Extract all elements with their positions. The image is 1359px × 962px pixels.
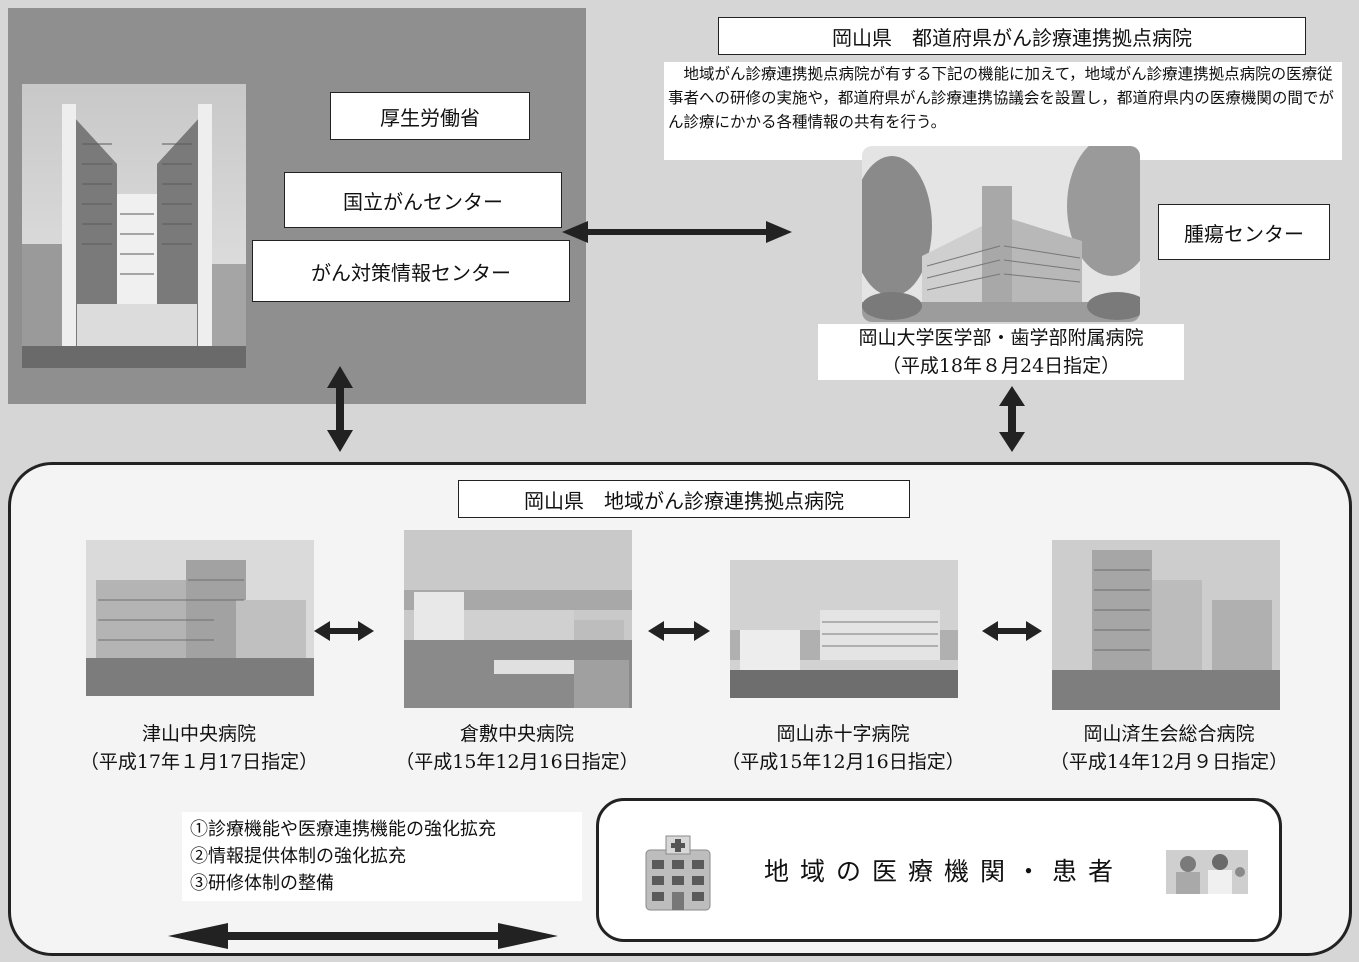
arrow-mhlw-prefectural — [562, 221, 792, 243]
hospital-icon — [645, 835, 711, 911]
prefectural-hospital-caption: 岡山大学医学部・歯学部附属病院 （平成18年８月24日指定） — [818, 324, 1184, 380]
ministry-label: 厚生労働省 — [330, 92, 530, 140]
kurashiki-hospital-photo — [404, 530, 632, 708]
hospital-date: （平成14年12月９日指定） — [1049, 751, 1289, 773]
prefectural-hospital-date: （平成18年８月24日指定） — [881, 355, 1121, 377]
ncc-building-photo — [22, 84, 246, 368]
hospital-name: 岡山済生会総合病院 — [1083, 723, 1255, 745]
ncc-label: 国立がんセンター — [284, 172, 562, 228]
function-item: ①診療機能や医療連携機能の強化拡充 — [190, 819, 496, 840]
hospital-name: 津山中央病院 — [141, 723, 256, 745]
function-item: ③研修体制の整備 — [190, 873, 334, 894]
hospital-caption-3: 岡山済生会総合病院 （平成14年12月９日指定） — [1024, 720, 1314, 776]
hospital-date: （平成15年12月16日指定） — [395, 751, 639, 773]
arrow-prefectural-regional — [999, 386, 1025, 452]
function-item: ②情報提供体制の強化拡充 — [190, 846, 406, 867]
hospital-caption-1: 倉敷中央病院 （平成15年12月16日指定） — [372, 720, 662, 776]
okayama-redcross-hospital-photo — [730, 560, 958, 698]
tsuyama-hospital-photo — [86, 540, 314, 696]
prefectural-description: 地域がん診療連携拠点病院が有する下記の機能に加えて，地域がん診療連携拠点病院の医… — [664, 62, 1342, 160]
arrow-tsuyama-kurashiki — [314, 621, 374, 641]
arrow-kurashiki-redcross — [648, 621, 710, 641]
function-list: ①診療機能や医療連携機能の強化拡充 ②情報提供体制の強化拡充 ③研修体制の整備 — [182, 812, 582, 901]
local-institutions-label: 地域の医療機関・患者 — [764, 857, 1125, 886]
hospital-date: （平成15年12月16日指定） — [721, 751, 965, 773]
hospital-name: 倉敷中央病院 — [459, 723, 574, 745]
arrow-redcross-saiseikai — [982, 621, 1042, 641]
cis-label: がん対策情報センター — [252, 240, 570, 302]
tumor-center-label: 腫瘍センター — [1158, 204, 1330, 260]
hospital-name: 岡山赤十字病院 — [776, 723, 910, 745]
arrow-local-network — [168, 923, 558, 949]
hospital-caption-0: 津山中央病院 （平成17年１月17日指定） — [54, 720, 344, 776]
hospital-caption-2: 岡山赤十字病院 （平成15年12月16日指定） — [698, 720, 988, 776]
prefectural-title: 岡山県 都道府県がん診療連携拠点病院 — [718, 17, 1306, 55]
okayama-univ-hospital-photo — [862, 146, 1140, 322]
prefectural-hospital-name: 岡山大学医学部・歯学部附属病院 — [858, 327, 1144, 349]
doctor-patient-icon — [1166, 850, 1248, 894]
hospital-date: （平成17年１月17日指定） — [79, 751, 319, 773]
arrow-mhlw-regional — [327, 366, 353, 452]
okayama-saiseikai-hospital-photo — [1052, 540, 1280, 710]
regional-title: 岡山県 地域がん診療連携拠点病院 — [458, 480, 910, 518]
